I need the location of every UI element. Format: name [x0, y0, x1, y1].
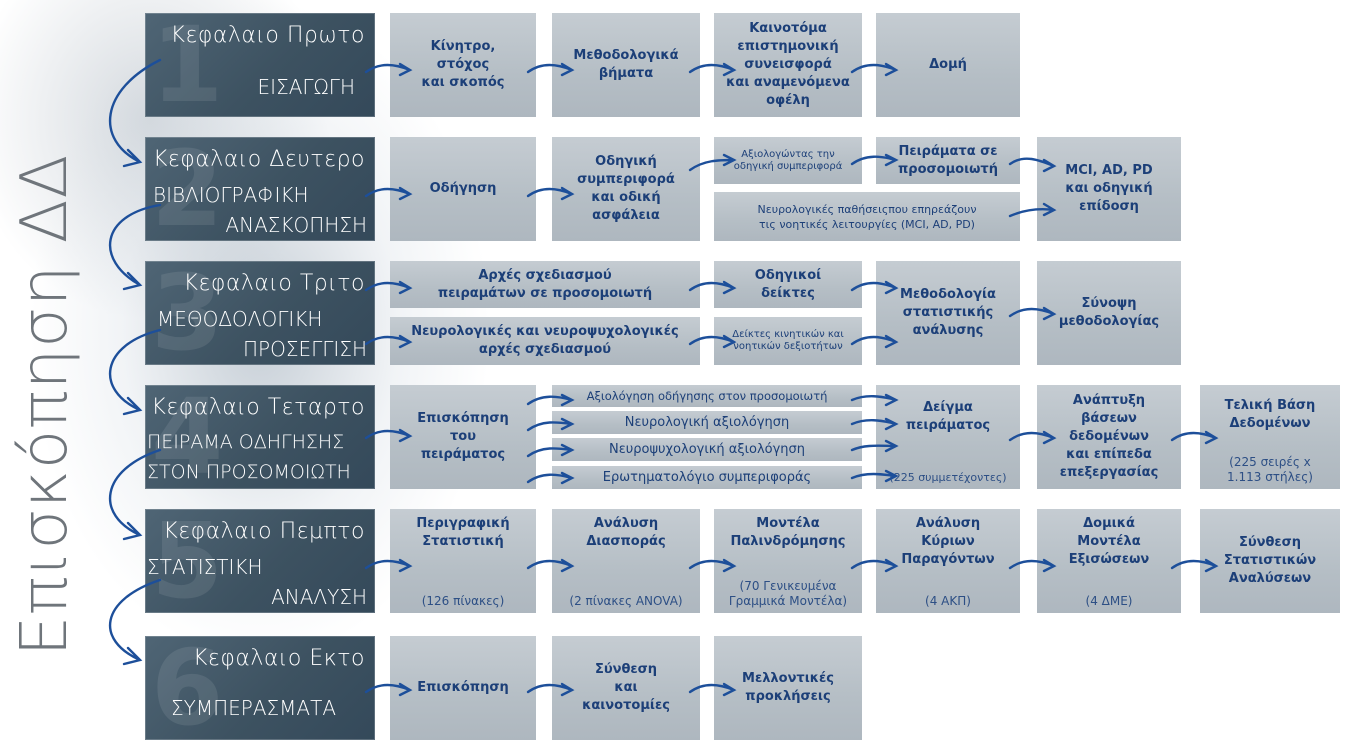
chapter-number: 3 [151, 261, 224, 365]
chapter-number: 1 [151, 13, 224, 117]
box-statistical-method: Μεθοδολογία στατιστικής ανάλυσης [876, 261, 1020, 365]
box-anova: Ανάλυση Διασποράς (2 πίνακες ANOVA) [552, 509, 700, 613]
box-method-steps: Μεθοδολογικά βήματα [552, 13, 700, 117]
box-simulator-experiments: Πειράματα σε προσομοιωτή [876, 137, 1020, 184]
box-mci-performance: MCI, AD, PD και οδηγική επίδοση [1037, 137, 1181, 241]
box-final-database: Τελική Βάση Δεδομένων (225 σειρές x 1.11… [1200, 385, 1340, 489]
descriptive-label: Περιγραφική Στατιστική [416, 516, 510, 549]
box-neurological-evaluation: Νευρολογική αξιολόγηση [552, 411, 862, 434]
box-neuropsychological-evaluation: Νευροψυχολογική αξιολόγηση [552, 438, 862, 461]
chapter-title: ΣΥΜΠΕΡΑΣΜΑΤΑ [171, 696, 336, 720]
chapter-number: 5 [151, 509, 224, 613]
box-driving-indicators: Οδηγικοί δείκτες [714, 261, 862, 308]
box-skill-indicators: Δείκτες κινητικών και νοητικών δεξιοτήτω… [714, 317, 862, 365]
sample-note: (225 συμμετέχοντες) [889, 471, 1007, 484]
final-database-note: (225 σειρές x 1.113 στήλες) [1227, 455, 1313, 484]
box-structure: Δομή [876, 13, 1020, 117]
box-regression-models: Μοντέλα Παλινδρόμησης (70 Γενικευμένα Γρ… [714, 509, 862, 613]
chapter-1: 1 Κεφαλαιο Πρωτο ΕΙΣΑΓΩΓΗ [145, 13, 375, 117]
chapter-heading: Κεφαλαιο Πεμπτο [163, 519, 365, 544]
box-motivation: Κίνητρο, στόχος και σκοπός [390, 13, 536, 117]
final-database-label: Τελική Βάση Δεδομένων [1224, 398, 1316, 431]
chapter-title-line2: ΣΤΟΝ ΠΡΟΣΟΜΟΙΩΤΗ [147, 461, 351, 483]
pca-label: Ανάλυση Κύριων Παραγόντων [901, 516, 995, 567]
chapter-5: 5 Κεφαλαιο Πεμπτο ΣΤΑΤΙΣΤΙΚΗ ΑΝΑΛΥΣΗ [145, 509, 375, 613]
box-experiment-sample: Δείγμα πειράματος (225 συμμετέχοντες) [876, 385, 1020, 489]
box-contribution: Καινοτόμα επιστημονική συνεισφορά και αν… [714, 13, 862, 117]
box-simulator-evaluation: Αξιολόγηση οδήγησης στον προσομοιωτή [552, 385, 862, 407]
regression-note: (70 Γενικευμένα Γραμμικά Μοντέλα) [728, 579, 848, 608]
chapter-3: 3 Κεφαλαιο Τριτο ΜΕΘΟΔΟΛΟΓΙΚΗ ΠΡΟΣΕΓΓΙΣΗ [145, 261, 375, 365]
box-driving-behavior: Οδηγική συμπεριφορά και οδική ασφάλεια [552, 137, 700, 241]
chapter-title-line2: ΑΝΑΛΥΣΗ [271, 585, 367, 609]
sample-label: Δείγμα πειράματος [905, 400, 991, 433]
chapter-heading: Κεφαλαιο Εκτο [193, 646, 365, 671]
chapter-title-line2: ΑΝΑΣΚΟΠΗΣΗ [225, 213, 367, 237]
chapter-6: 6 Κεφαλαιο Εκτο ΣΥΜΠΕΡΑΣΜΑΤΑ [145, 636, 375, 740]
side-title: Επισκόπηση ΔΔ [8, 153, 82, 657]
box-statistical-synthesis: Σύνθεση Στατιστικών Αναλύσεων [1200, 509, 1340, 613]
chapter-number: 4 [151, 385, 224, 489]
descriptive-note: (126 πίνακες) [421, 594, 505, 608]
chapter-title: ΕΙΣΑΓΩΓΗ [257, 75, 355, 99]
box-experiment-overview: Επισκόπηση του πειράματος [390, 385, 536, 489]
chapter-title: ΣΤΑΤΙΣΤΙΚΗ [147, 555, 263, 579]
sem-note: (4 ΔΜΕ) [1085, 594, 1133, 608]
chapter-2: 2 Κεφαλαιο Δευτερο ΒΙΒΛΙΟΓΡΑΦΙΚΗ ΑΝΑΣΚΟΠ… [145, 137, 375, 241]
box-method-summary: Σύνοψη μεθοδολογίας [1037, 261, 1181, 365]
box-design-principles: Αρχές σχεδιασμού πειραμάτων σε προσομοιω… [390, 261, 700, 308]
box-neuro-design-principles: Νευρολογικές και νευροψυχολογικές αρχές … [390, 317, 700, 365]
box-database-development: Ανάπτυξη βάσεων δεδομένων και επίπεδα επ… [1037, 385, 1181, 489]
sem-label: Δομικά Μοντέλα Εξισώσεων [1068, 516, 1150, 567]
box-future-challenges: Μελλοντικές προκλήσεις [714, 636, 862, 740]
chapter-number: 2 [151, 137, 224, 241]
box-sem: Δομικά Μοντέλα Εξισώσεων (4 ΔΜΕ) [1037, 509, 1181, 613]
chapter-title: ΜΕΘΟΔΟΛΟΓΙΚΗ [157, 307, 323, 331]
chapter-title: ΠΕΙΡΑΜΑ ΟΔΗΓΗΣΗΣ [147, 431, 345, 453]
anova-label: Ανάλυση Διασποράς [586, 516, 666, 549]
chapter-title-line2: ΠΡΟΣΕΓΓΙΣΗ [243, 337, 367, 361]
chapter-heading: Κεφαλαιο Πρωτο [170, 23, 365, 48]
box-behavior-questionnaire: Ερωτηματολόγιο συμπεριφοράς [552, 466, 862, 489]
chapter-4: 4 Κεφαλαιο Τεταρτο ΠΕΙΡΑΜΑ ΟΔΗΓΗΣΗΣ ΣΤΟΝ… [145, 385, 375, 489]
chapter-heading: Κεφαλαιο Δευτερο [152, 147, 365, 172]
box-pca: Ανάλυση Κύριων Παραγόντων (4 ΑΚΠ) [876, 509, 1020, 613]
box-conclusion-overview: Επισκόπηση [390, 636, 536, 740]
regression-label: Μοντέλα Παλινδρόμησης [730, 516, 846, 549]
chapter-title: ΒΙΒΛΙΟΓΡΑΦΙΚΗ [153, 183, 309, 207]
box-neuro-disorders: Νευρολογικές παθήσειςπου επηρεάζουν τις … [714, 192, 1020, 241]
chapter-heading: Κεφαλαιο Τριτο [183, 271, 365, 296]
chapter-heading: Κεφαλαιο Τεταρτο [151, 395, 365, 420]
box-assessing-behavior: Αξιολογώντας την οδηγική συμπεριφορά [714, 137, 862, 184]
box-synthesis-innovations: Σύνθεση και καινοτομίες [552, 636, 700, 740]
box-driving: Οδήγηση [390, 137, 536, 241]
pca-note: (4 ΑΚΠ) [925, 594, 971, 608]
anova-note: (2 πίνακες ANOVA) [569, 594, 683, 608]
chapter-number: 6 [151, 636, 224, 740]
box-descriptive-statistics: Περιγραφική Στατιστική (126 πίνακες) [390, 509, 536, 613]
